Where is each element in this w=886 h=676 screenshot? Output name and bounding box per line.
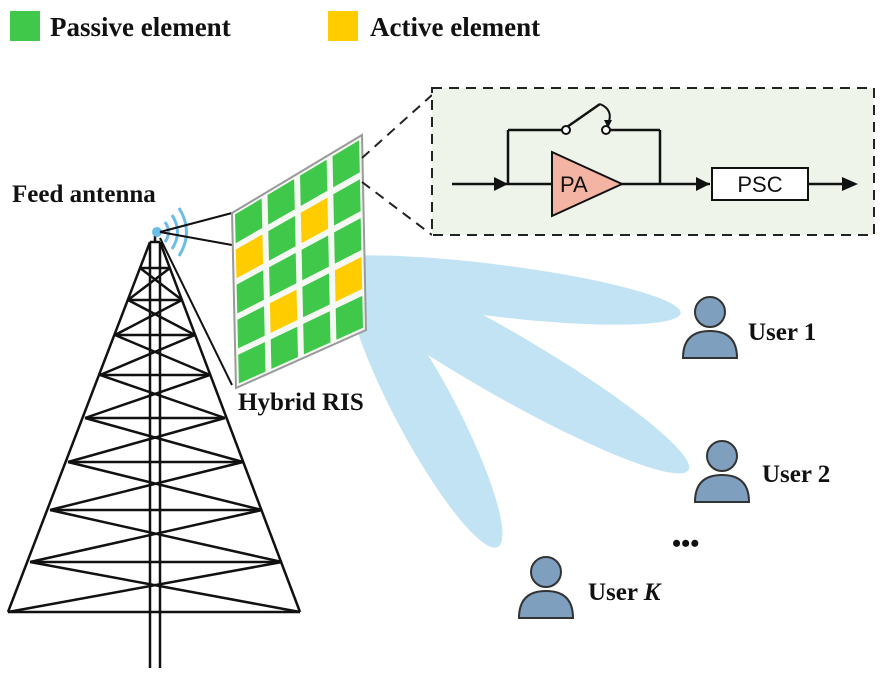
switch-contact-left bbox=[561, 125, 571, 135]
legend-active-label: Active element bbox=[370, 12, 540, 42]
power-amplifier bbox=[551, 150, 625, 218]
feed-antenna-dot bbox=[152, 227, 162, 237]
power-amplifier-label: PA bbox=[560, 172, 588, 197]
user-1-label: User 1 bbox=[748, 319, 816, 346]
user-1: User 1 bbox=[681, 296, 816, 359]
ris-element-passive bbox=[303, 311, 331, 355]
feed-antenna-label: Feed antenna bbox=[12, 181, 156, 208]
user-1-icon bbox=[681, 296, 739, 359]
output-arrowhead bbox=[842, 177, 858, 191]
ris-element-passive bbox=[237, 306, 265, 349]
ris-element-passive bbox=[267, 179, 295, 225]
beams bbox=[303, 246, 690, 548]
ris-element-active bbox=[269, 289, 298, 333]
switch-arrow-head bbox=[604, 120, 612, 128]
ellipsis: ••• bbox=[672, 529, 699, 558]
circuit-panel: PA PSC bbox=[431, 87, 875, 236]
legend-passive-label: Passive element bbox=[50, 12, 231, 42]
ris-element-passive bbox=[270, 326, 298, 369]
ris-element-passive bbox=[334, 218, 362, 264]
user-k-label: User K bbox=[588, 579, 663, 606]
ris-frame bbox=[230, 133, 368, 390]
legend-passive-swatch bbox=[10, 11, 40, 41]
ris-element-passive bbox=[236, 270, 264, 314]
user-k-var: K bbox=[643, 579, 663, 606]
user-k-prefix: User bbox=[588, 579, 644, 606]
legend-active-swatch bbox=[328, 11, 358, 41]
user-2-label: User 2 bbox=[762, 461, 830, 488]
signal-arc-1 bbox=[163, 221, 170, 243]
user-2-icon bbox=[693, 440, 751, 503]
phase-shift-circuit bbox=[711, 167, 809, 201]
legend: Passive element Active element bbox=[10, 11, 540, 42]
ris-element-passive bbox=[300, 159, 328, 206]
switch-contact-right bbox=[601, 125, 611, 135]
ris-element-passive bbox=[302, 273, 330, 318]
signal-arc-3 bbox=[177, 207, 188, 257]
ris-element-active bbox=[334, 257, 363, 302]
feed-links bbox=[159, 212, 233, 386]
hybrid-ris-panel bbox=[230, 133, 368, 390]
user-k: User K bbox=[517, 556, 663, 619]
ris-element-passive bbox=[235, 198, 263, 244]
phase-shift-circuit-label: PSC bbox=[737, 172, 782, 197]
user-k-icon bbox=[517, 556, 575, 619]
ris-element-active bbox=[235, 234, 264, 279]
ris-element-passive bbox=[238, 342, 266, 384]
user-2: User 2 bbox=[693, 440, 830, 503]
ris-cells bbox=[235, 140, 363, 384]
beam-user-k bbox=[347, 272, 503, 548]
pa-output-arrowhead bbox=[696, 177, 710, 191]
signal-arc-2 bbox=[170, 214, 179, 250]
ris-element-passive bbox=[268, 216, 296, 261]
hybrid-ris-label: Hybrid RIS bbox=[238, 389, 364, 416]
zoom-lines bbox=[361, 94, 433, 236]
ris-element-passive bbox=[335, 295, 363, 340]
tower bbox=[6, 228, 302, 668]
ris-element-passive bbox=[269, 252, 297, 297]
ris-element-passive bbox=[333, 179, 361, 226]
ris-element-passive bbox=[301, 235, 329, 281]
ris-element-passive bbox=[332, 140, 360, 188]
beam-user-2 bbox=[306, 246, 690, 474]
circuit-panel-bg bbox=[431, 87, 875, 236]
input-arrowhead bbox=[494, 177, 508, 191]
ris-element-active bbox=[300, 197, 329, 244]
feed-antenna bbox=[152, 207, 188, 257]
